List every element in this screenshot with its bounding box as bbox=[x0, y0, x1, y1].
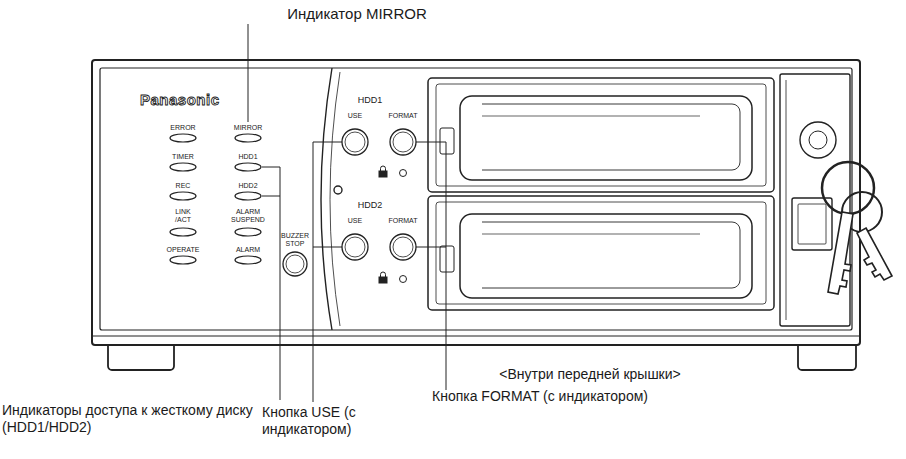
key-lock bbox=[809, 131, 827, 149]
indicator-led bbox=[235, 134, 261, 142]
front-cover-edge bbox=[334, 186, 342, 194]
drive-bay bbox=[436, 84, 766, 186]
key-lock bbox=[792, 198, 832, 250]
indicator-led bbox=[235, 192, 261, 200]
device-body bbox=[92, 60, 860, 345]
keys bbox=[857, 228, 892, 280]
button-label: FORMAT bbox=[383, 217, 423, 225]
drive-bay bbox=[482, 234, 700, 235]
callout-label: Индикатор MIRROR bbox=[262, 5, 452, 23]
indicator-led bbox=[170, 256, 196, 264]
front-cover-edge bbox=[330, 72, 340, 326]
drive-bay bbox=[482, 116, 700, 117]
drive-bay bbox=[482, 104, 740, 170]
buzzer-button bbox=[283, 252, 307, 276]
leader-line bbox=[262, 196, 280, 197]
indicator-label: HDD2 bbox=[226, 182, 270, 190]
bay-label: HDD1 bbox=[348, 95, 392, 106]
drive-bay bbox=[440, 128, 454, 154]
indicator-label: ALARM SUSPEND bbox=[222, 208, 274, 224]
brand-logo: Panasonic bbox=[140, 91, 240, 109]
drive-bay bbox=[440, 246, 454, 272]
key-lock bbox=[798, 204, 826, 244]
hdd-button bbox=[393, 237, 413, 257]
indicator-label: ALARM bbox=[226, 246, 270, 254]
hdd-button bbox=[342, 129, 368, 155]
lock-symbol bbox=[379, 166, 407, 283]
key-lock bbox=[786, 80, 787, 320]
device-body bbox=[100, 68, 852, 330]
bay-label: HDD2 bbox=[348, 200, 392, 211]
buzzer-button bbox=[283, 252, 307, 276]
callout-label: Кнопка FORMAT (с индикатором) bbox=[432, 388, 732, 405]
leader-line bbox=[446, 142, 447, 390]
indicator-label: MIRROR bbox=[226, 124, 270, 132]
hdd-button bbox=[342, 234, 368, 260]
drive-bay bbox=[436, 202, 766, 304]
drive-bay bbox=[428, 78, 774, 192]
button-label: BUZZER STOP bbox=[273, 232, 317, 248]
indicator-led bbox=[235, 256, 261, 264]
keys bbox=[828, 212, 853, 294]
key-lock bbox=[800, 122, 836, 158]
button-label: USE bbox=[338, 112, 372, 120]
button-label: USE bbox=[338, 217, 372, 225]
callout-label: Кнопка USE (с индикатором) bbox=[262, 404, 382, 438]
drive-bay bbox=[460, 214, 752, 298]
hdd-button bbox=[345, 237, 365, 257]
drive-bay bbox=[460, 96, 752, 180]
indicator-label: OPERATE bbox=[158, 246, 208, 254]
lock-symbol bbox=[379, 171, 387, 177]
leader-line bbox=[313, 142, 314, 402]
front-cover-edge bbox=[321, 68, 342, 330]
callout-label: Индикаторы доступа к жесткому диску (HDD… bbox=[2, 402, 264, 436]
drive-bay bbox=[428, 196, 774, 310]
leader-line bbox=[313, 142, 342, 143]
lock-symbol bbox=[381, 166, 386, 171]
hdd-button bbox=[342, 129, 416, 260]
hdd-button bbox=[390, 234, 416, 260]
lock-symbol bbox=[379, 277, 387, 283]
keys bbox=[822, 162, 874, 214]
leader-line bbox=[416, 247, 446, 248]
indicator-led bbox=[170, 134, 196, 142]
indicator-led bbox=[170, 192, 196, 200]
drive-bay bbox=[482, 222, 740, 288]
keys bbox=[822, 162, 892, 294]
hdd-button bbox=[393, 132, 413, 152]
lock-symbol bbox=[400, 170, 407, 177]
indicator-label: HDD1 bbox=[226, 153, 270, 161]
buzzer-button bbox=[286, 255, 304, 273]
hdd-button bbox=[390, 129, 416, 155]
indicator-led bbox=[170, 163, 196, 171]
lock-symbol bbox=[400, 276, 407, 283]
lock-symbol bbox=[381, 272, 386, 277]
leader-line bbox=[313, 247, 342, 248]
indicator-led bbox=[170, 228, 196, 236]
leader-line bbox=[416, 142, 446, 143]
leader-line bbox=[248, 24, 446, 402]
indicator-led bbox=[235, 163, 261, 171]
view-note: <Внутри передней крышки> bbox=[455, 366, 725, 383]
leader-line bbox=[248, 24, 249, 122]
device-body bbox=[92, 336, 860, 337]
device-body bbox=[92, 60, 860, 345]
button-label: FORMAT bbox=[383, 112, 423, 120]
leader-line bbox=[280, 167, 281, 400]
leader-line bbox=[262, 167, 280, 168]
indicator-label: TIMER bbox=[163, 153, 203, 161]
drive-bay bbox=[428, 78, 774, 310]
indicator-led bbox=[235, 228, 261, 236]
indicator-label: LINK /ACT bbox=[170, 208, 196, 224]
indicator-label: REC bbox=[163, 182, 203, 190]
indicator-label: ERROR bbox=[163, 124, 203, 132]
hdd-button bbox=[345, 132, 365, 152]
